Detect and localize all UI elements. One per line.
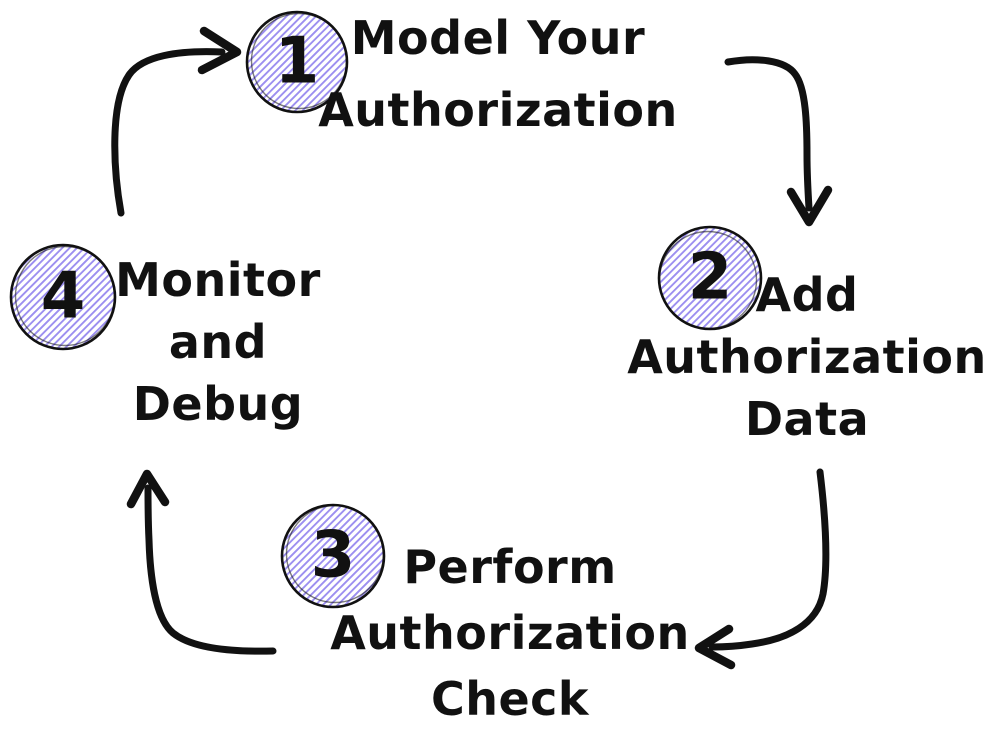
arrow-step1-to-step2 — [724, 56, 833, 227]
step-3-label: Perform Authorization Check — [325, 534, 695, 732]
arrow-step4-to-step1 — [111, 26, 242, 217]
step-1-label: Model Your Authorization — [268, 2, 728, 146]
step-1-label-line-2: Authorization — [318, 83, 678, 137]
step-2-label-line-2: Authorization — [627, 330, 987, 384]
step-4-number: 4 — [40, 259, 86, 334]
step-4-label: Monitor and Debug — [93, 249, 343, 435]
step-4-label-line-2: and — [168, 315, 268, 369]
step-3-label-line-2: Authorization — [330, 606, 690, 660]
step-1-badge-circle — [245, 10, 349, 114]
step-2-number: 2 — [687, 240, 733, 315]
step-1-label-line-1: Model Your — [350, 11, 646, 65]
step-3-badge-circle — [280, 503, 386, 609]
step-4-label-line-1: Monitor — [115, 253, 321, 307]
step-2-label-line-1: Add — [755, 268, 859, 322]
step-2-label-line-3: Data — [744, 392, 870, 446]
arrow-step2-to-step3 — [694, 468, 830, 670]
step-1-number: 1 — [274, 24, 320, 99]
step-3-number: 3 — [310, 518, 356, 593]
step-3-label-line-1: Perform — [403, 540, 617, 594]
arrow-step3-to-step4 — [126, 469, 277, 655]
step-4-label-line-3: Debug — [132, 377, 304, 431]
step-2-badge-circle — [657, 225, 763, 331]
step-3-label-line-3: Check — [430, 672, 590, 726]
step-2-label: Add Authorization Data — [622, 264, 992, 450]
step-4-badge-circle — [9, 243, 117, 351]
